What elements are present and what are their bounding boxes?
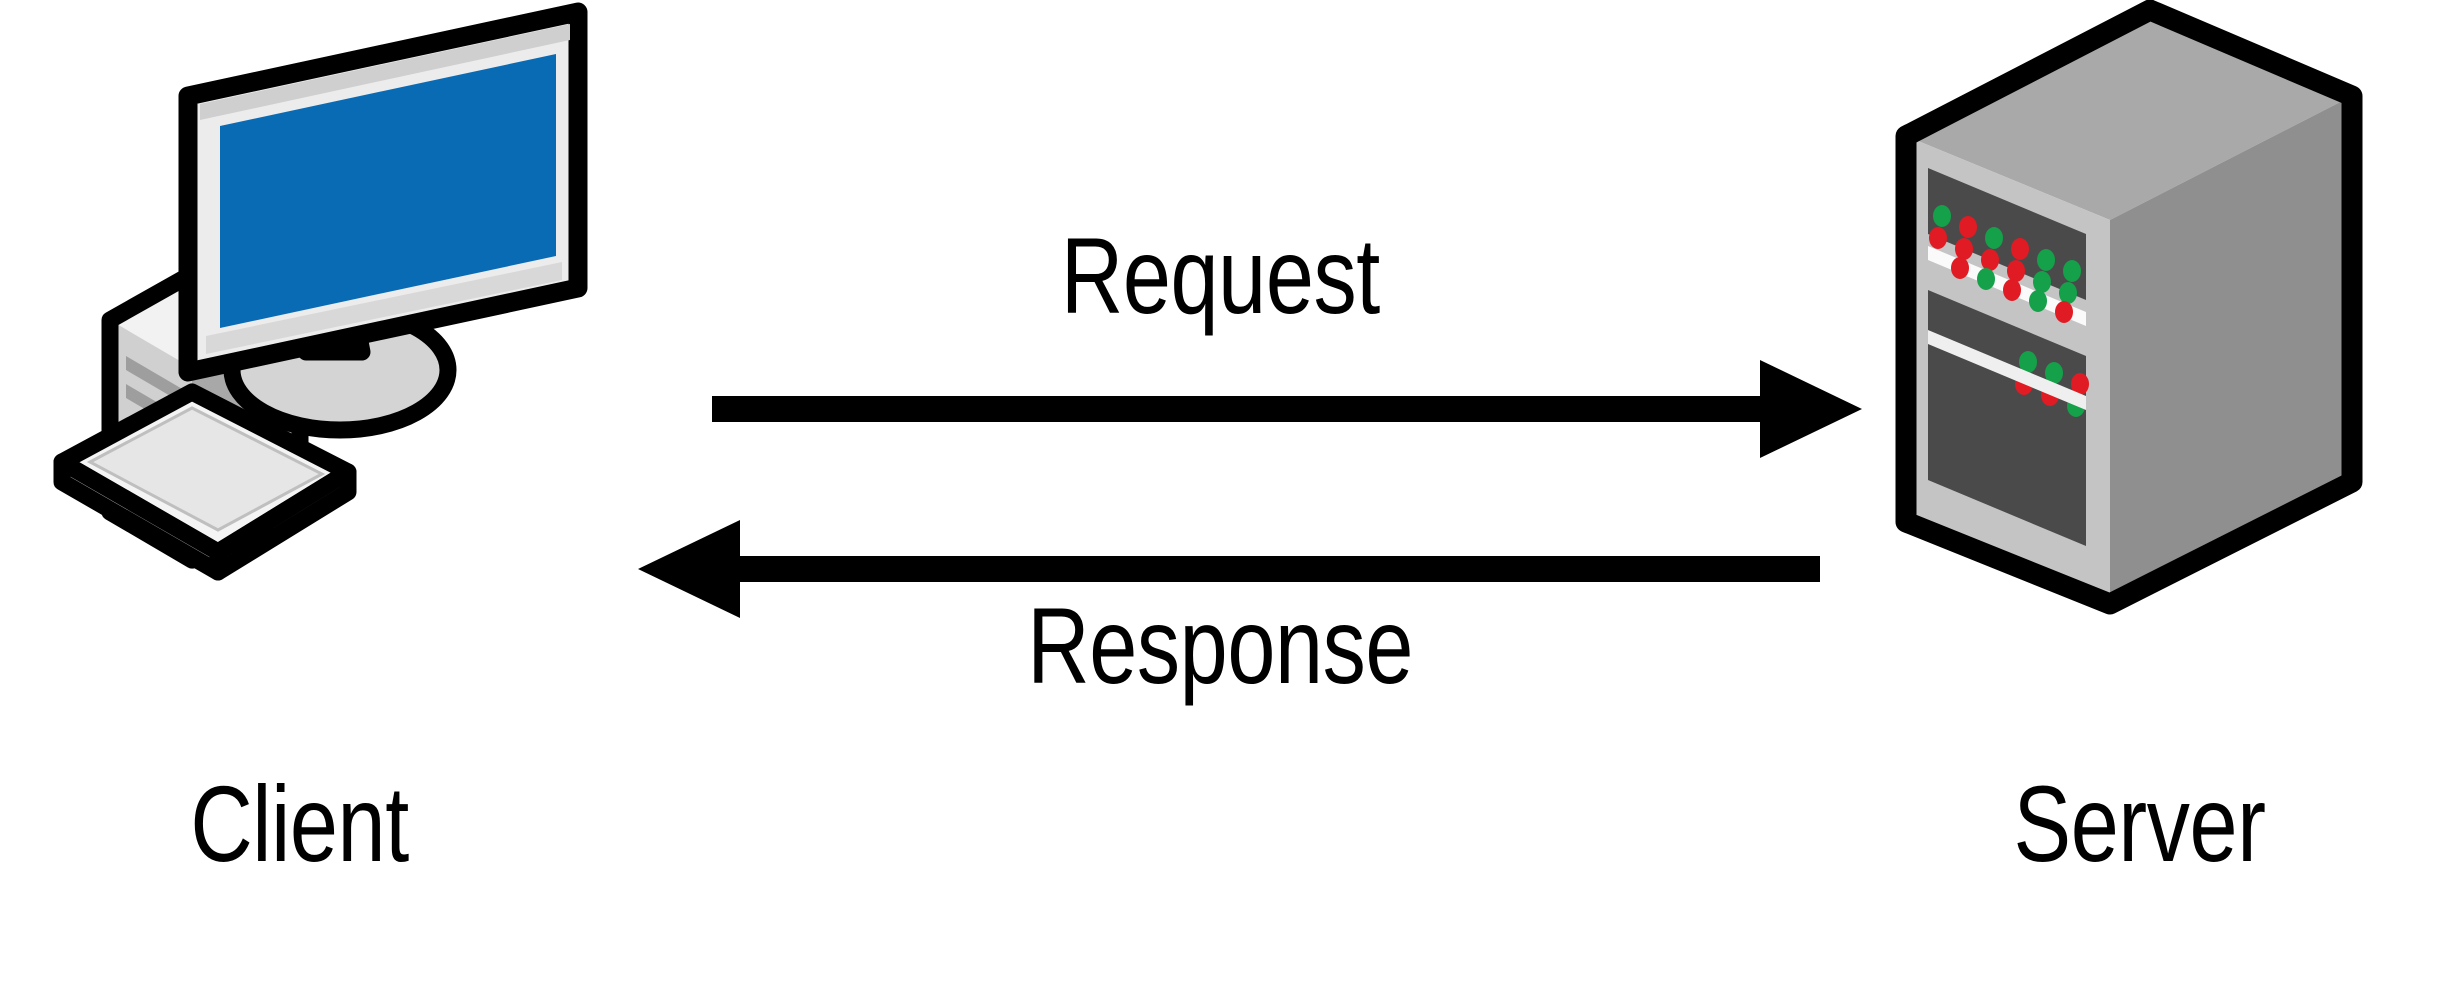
monitor-bezel-highlight xyxy=(200,24,570,120)
desktop-computer-icon xyxy=(53,2,588,581)
server-divider-strip-2 xyxy=(1928,330,2086,410)
server-led-cluster-top xyxy=(1929,205,2081,323)
keyboard xyxy=(53,383,357,581)
led-green xyxy=(1933,205,1951,227)
server-top-face xyxy=(1906,10,2352,220)
led-red xyxy=(1951,257,1969,279)
led-green xyxy=(2059,282,2077,304)
led-red xyxy=(2055,301,2073,323)
server-bay-4 xyxy=(1928,414,2086,546)
arrows-svg xyxy=(638,360,1862,618)
led-green xyxy=(2045,362,2063,384)
server-side-face xyxy=(2110,96,2352,604)
request-arrow-head xyxy=(1760,360,1862,458)
led-red xyxy=(2007,260,2025,282)
request-arrow-shaft xyxy=(712,396,1772,422)
led-red xyxy=(1959,216,1977,238)
server-outline xyxy=(1895,0,2363,615)
led-red xyxy=(2011,238,2029,260)
led-red xyxy=(2003,279,2021,301)
client-label: Client xyxy=(190,763,410,884)
flow-arrows xyxy=(600,330,1900,650)
server-node xyxy=(1860,0,2400,800)
tower-drive-slot-1 xyxy=(126,356,184,404)
led-red xyxy=(1955,238,1973,260)
led-green xyxy=(2063,260,2081,282)
request-arrow xyxy=(712,360,1862,458)
keyboard-key-area xyxy=(86,406,326,532)
monitor xyxy=(178,2,588,382)
server-label: Server xyxy=(2013,763,2267,884)
monitor-screen xyxy=(220,54,556,328)
led-green xyxy=(2037,249,2055,271)
led-red xyxy=(1929,227,1947,249)
led-red xyxy=(2071,373,2089,395)
response-label: Response xyxy=(1027,585,1413,706)
server-tower-icon xyxy=(1895,0,2363,615)
keyboard-right-edge xyxy=(209,463,357,581)
led-green xyxy=(1985,227,2003,249)
response-arrow-head xyxy=(638,520,740,618)
client-node xyxy=(10,0,630,640)
led-red xyxy=(1981,249,1999,271)
led-green xyxy=(2033,271,2051,293)
led-green xyxy=(2029,290,2047,312)
response-arrow-shaft xyxy=(728,556,1820,582)
monitor-bezel-shadow xyxy=(206,262,562,354)
request-label: Request xyxy=(1060,215,1380,336)
led-green xyxy=(2019,351,2037,373)
server-bay-3 xyxy=(1928,352,2086,484)
led-green xyxy=(1977,268,1995,290)
response-arrow xyxy=(638,520,1820,618)
